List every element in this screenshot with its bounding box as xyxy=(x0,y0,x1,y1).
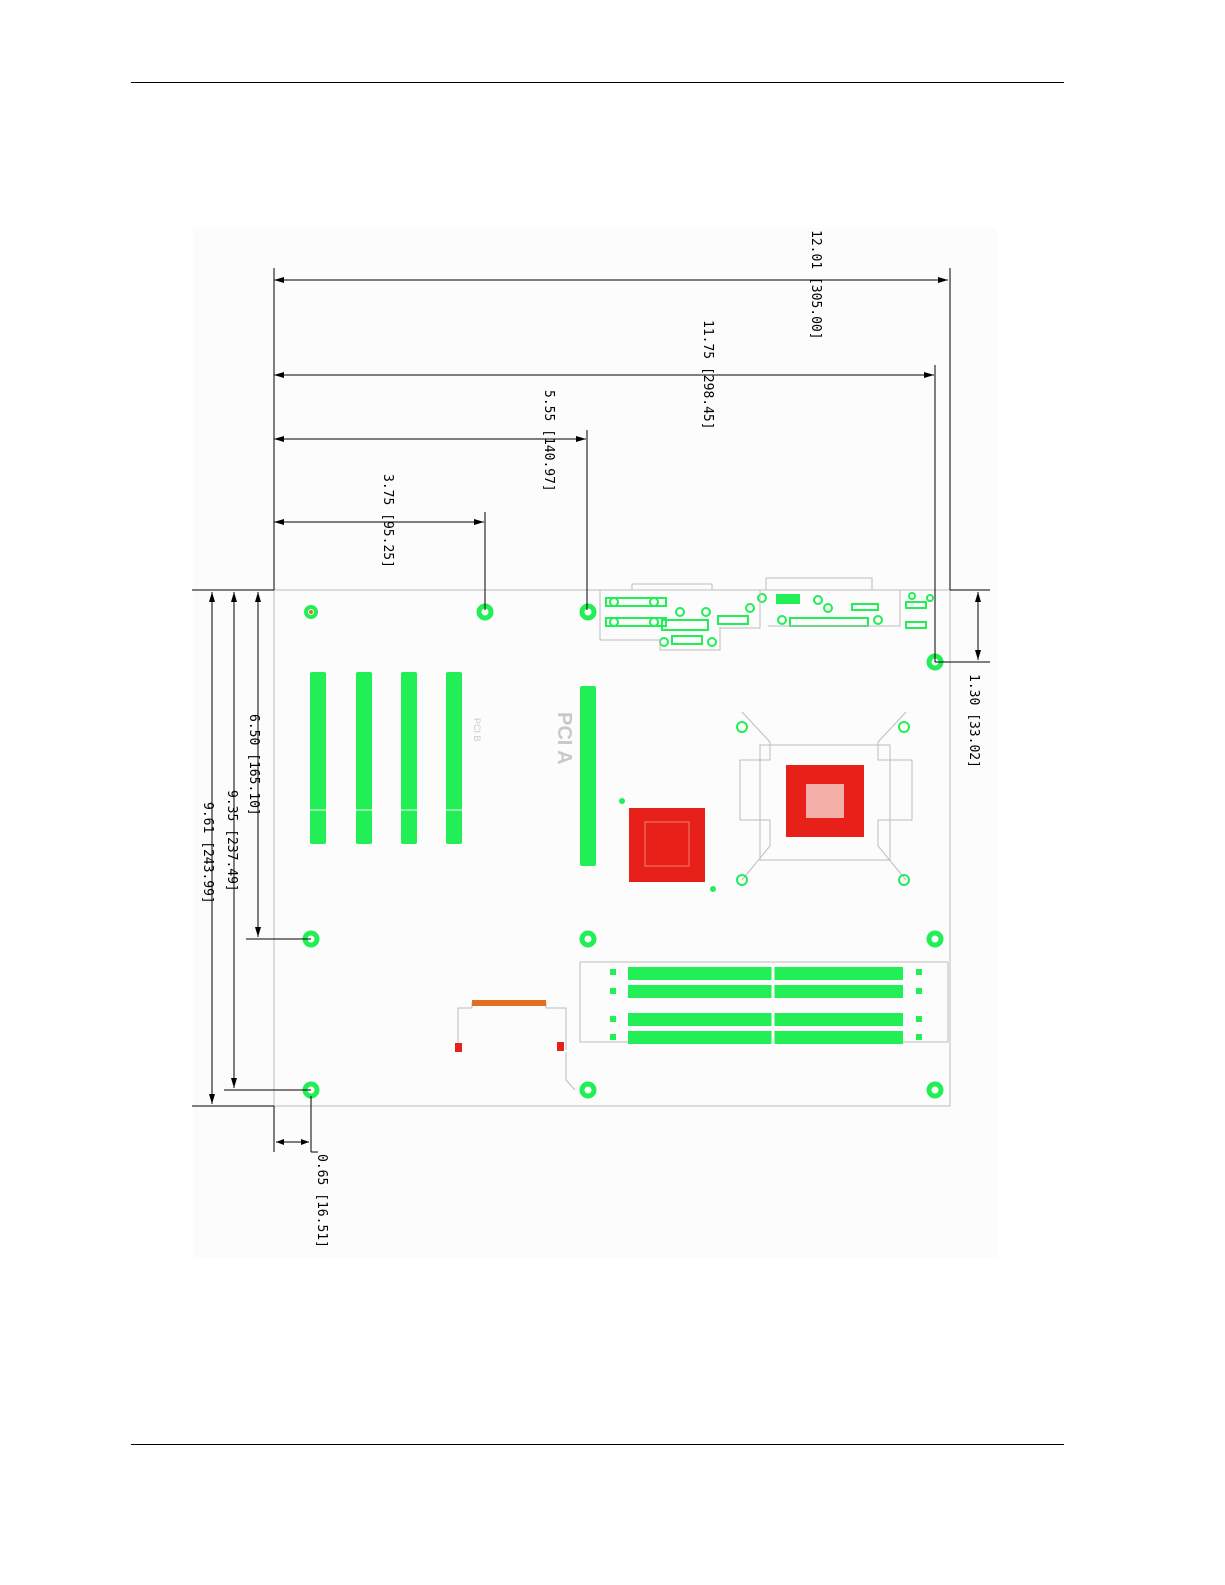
pci-silkscreen-small: PCI B xyxy=(472,718,482,742)
via xyxy=(710,886,716,892)
dimm-slot xyxy=(628,985,903,998)
dim-3-75-label: 3.75 [95.25] xyxy=(380,474,395,568)
pci-slot xyxy=(310,672,326,844)
cpu-socket xyxy=(786,765,864,837)
chipset xyxy=(629,808,705,882)
dimm-slot xyxy=(628,1013,903,1026)
dimm-slot xyxy=(628,967,903,980)
agp-slot xyxy=(580,686,596,866)
pci-slot xyxy=(356,672,372,844)
pci-slot xyxy=(401,672,417,844)
dim-0-65-label: 0.65 [16.51] xyxy=(314,1154,329,1248)
dim-11-75-label: 11.75 [298.45] xyxy=(700,320,715,430)
dim-6-50-label: 6.50 [165.10] xyxy=(246,714,261,816)
rear-io-block xyxy=(776,594,800,604)
dim-9-35-label: 9.35 [237.49] xyxy=(224,790,239,892)
mounting-hole-center xyxy=(309,610,313,614)
dim-9-61-label: 9.61 [243.99] xyxy=(200,802,215,904)
dimm-slot xyxy=(628,1031,903,1044)
via xyxy=(619,798,625,804)
dim-12-01-label: 12.01 [305.00] xyxy=(808,230,823,340)
dim-1-30-label: 1.30 [33.02] xyxy=(966,674,981,768)
dim-5-55-label: 5.55 [140.97] xyxy=(541,390,556,492)
pci-slot xyxy=(446,672,462,844)
pci-silkscreen: PCI A xyxy=(553,712,575,765)
